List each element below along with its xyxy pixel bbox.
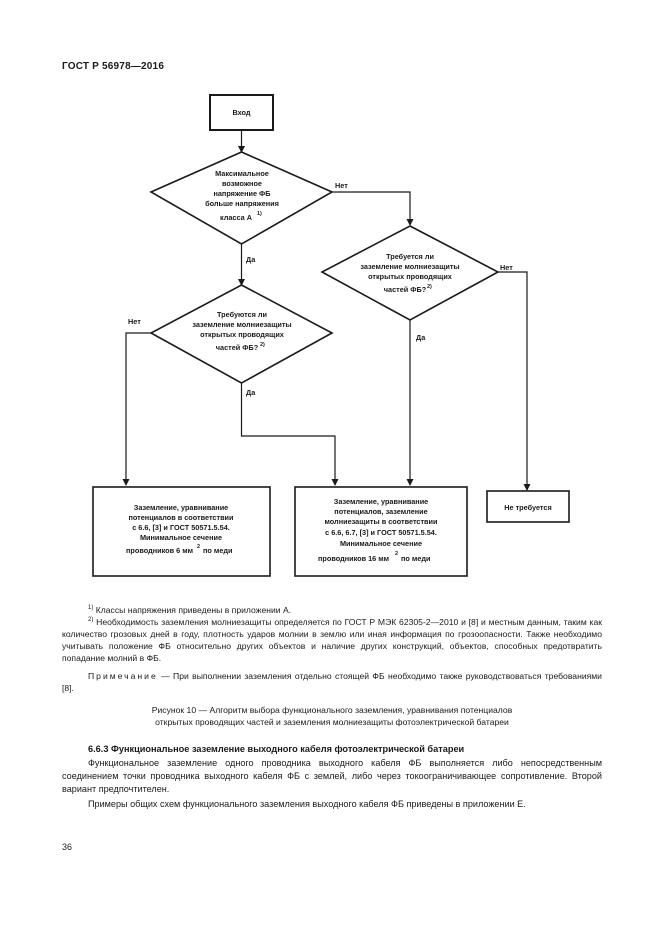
result-box-grounding-lightning — [294, 486, 468, 577]
d1-line-5: класса А — [220, 213, 253, 222]
d3-footnote-mark: 2) — [427, 284, 432, 290]
box1-line-2: потенциалов в соответствии — [128, 513, 233, 522]
label-no-1: Нет — [335, 181, 348, 190]
section-heading: 6.6.3 Функциональное заземление выходног… — [88, 744, 465, 754]
footnote-2-mark: 2) — [88, 617, 94, 623]
footnote-1: 1) Классы напряжения приведены в приложе… — [62, 602, 602, 616]
figure-caption: Рисунок 10 — Алгоритм выбора функциональ… — [62, 704, 602, 728]
box2-line-3: молниезащиты в соответствии — [324, 517, 437, 526]
d2-line-2: заземление молниезащиты — [192, 320, 291, 329]
d2-line-4: частей ФБ? — [216, 343, 259, 352]
d1-line-1: Максимальное — [215, 169, 269, 178]
section-paragraph-2: Примеры общих схем функционального зазем… — [88, 799, 526, 809]
d1-line-4: больше напряжения — [205, 199, 279, 208]
footnote-2-text: Необходимость заземления молниезащиты оп… — [62, 616, 602, 663]
figure-note: Примечание — При выполнении заземления о… — [62, 670, 602, 694]
start-label: Вход — [232, 108, 250, 117]
box2-line-6: проводников 16 мм — [318, 554, 389, 563]
d3-line-2: заземление молниезащиты — [360, 262, 459, 271]
d1-footnote-mark: 1) — [257, 211, 262, 217]
box1-line-4: Минимальное сечение — [140, 533, 222, 542]
note-label: Примечание — [88, 671, 158, 681]
box2-line-5: Минимальное сечение — [340, 539, 422, 548]
box2-line-2: потенциалов, заземление — [334, 507, 427, 516]
box2-line-4: с 6.6, 6.7, [3] и ГОСТ 50571.5.54. — [325, 528, 437, 537]
footnote-1-mark: 1) — [88, 605, 94, 611]
caption-line-2: открытых проводящих частей и заземления … — [155, 717, 509, 727]
d3-line-3: открытых проводящих — [368, 272, 452, 281]
flowchart: Вход Максимальное возможное напряжение Ф… — [92, 94, 570, 577]
d2-footnote-mark: 2) — [260, 342, 265, 348]
section-paragraph-1: Функциональное заземление одного проводн… — [62, 758, 602, 794]
note-text: — При выполнении заземления отдельно сто… — [62, 671, 602, 693]
box1-sup: 2 — [197, 544, 200, 550]
caption-line-1: Рисунок 10 — Алгоритм выбора функциональ… — [151, 705, 513, 715]
footnote-2: 2) Необходимость заземления молниезащиты… — [62, 614, 602, 664]
label-no-2: Нет — [128, 317, 141, 326]
label-yes-1: Да — [246, 255, 256, 264]
d3-line-1: Требуется ли — [386, 252, 434, 261]
box3-label: Не требуется — [504, 503, 551, 512]
box2-line-1: Заземление, уравнивание — [334, 497, 428, 506]
result-box-not-required — [486, 490, 570, 523]
label-yes-2: Да — [246, 388, 256, 397]
d1-line-2: возможное — [222, 179, 262, 188]
d3-line-4: частей ФБ? — [384, 285, 427, 294]
d2-line-1: Требуются ли — [217, 310, 267, 319]
document-header: ГОСТ Р 56978—2016 — [62, 61, 165, 72]
result-box-grounding — [92, 486, 271, 577]
box2-sup: 2 — [395, 551, 398, 557]
box1-line-1: Заземление, уравнивание — [134, 503, 228, 512]
decision-voltage-class — [149, 151, 334, 245]
d2-line-3: открытых проводящих — [200, 330, 284, 339]
box1-line-3: с 6.6, [3] и ГОСТ 50571.5.54. — [132, 523, 230, 532]
box2-line-7: по меди — [401, 554, 430, 563]
footnote-1-text: Классы напряжения приведены в приложении… — [95, 604, 292, 615]
box1-line-6: по меди — [203, 546, 232, 555]
page-number: 36 — [62, 842, 73, 852]
label-no-3: Нет — [500, 263, 513, 272]
d1-line-3: напряжение ФБ — [213, 189, 270, 198]
label-yes-3: Да — [416, 333, 426, 342]
box1-line-5: проводников 6 мм — [126, 546, 193, 555]
